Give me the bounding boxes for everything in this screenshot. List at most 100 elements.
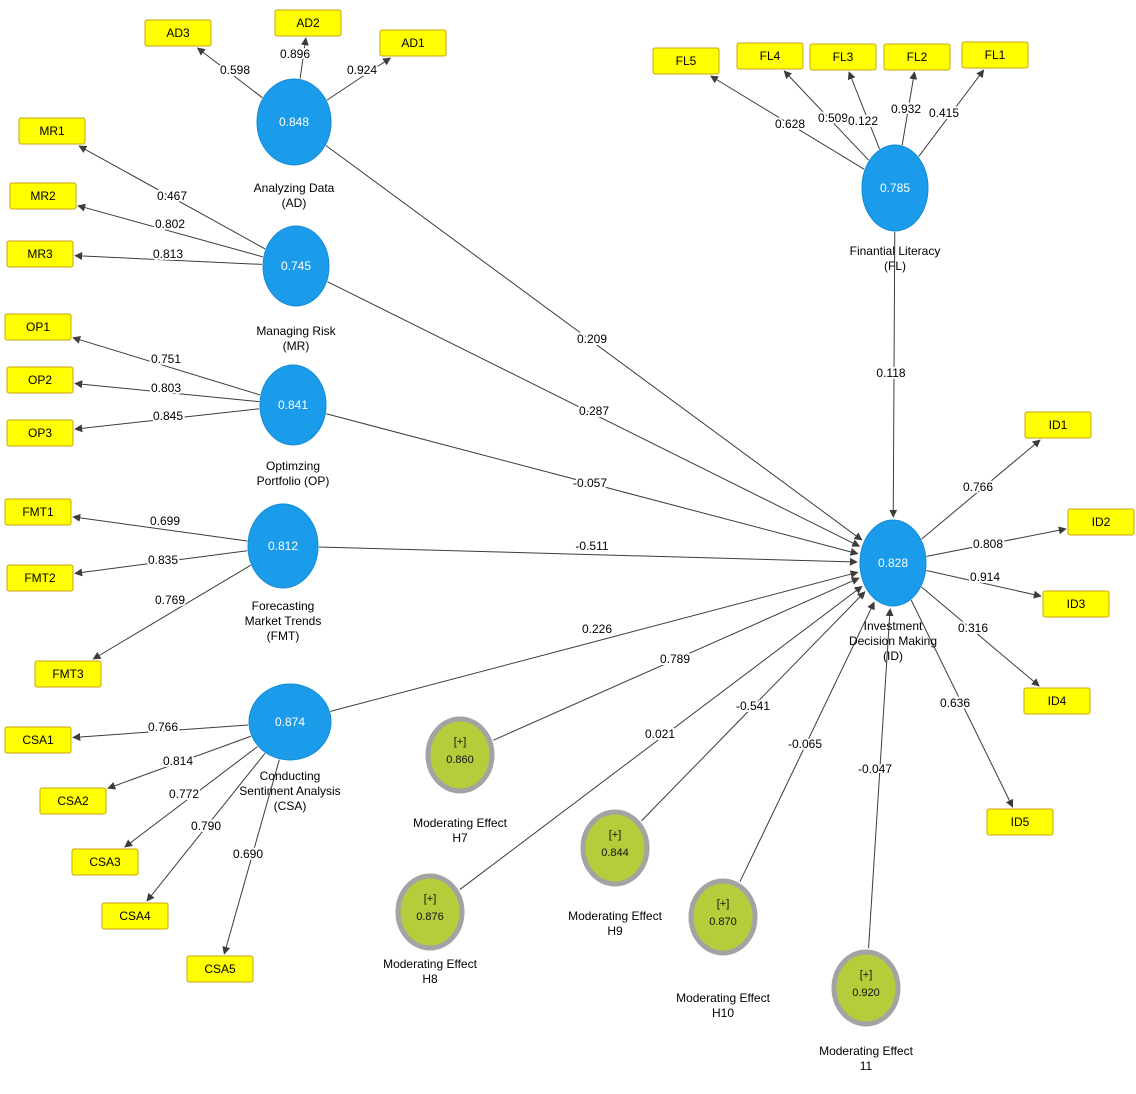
loading-label-FL2: 0.932: [891, 102, 921, 116]
indicator-box-ID1[interactable]: [1024, 411, 1092, 439]
construct-node-FMT[interactable]: [247, 503, 319, 589]
moderator-label-H9-line2: H9: [607, 924, 623, 938]
indicator-box-FMT2[interactable]: [6, 564, 74, 592]
loading-arrow-ID5: [910, 599, 1014, 808]
moderator-node-H7[interactable]: [425, 716, 495, 794]
construct-node-AD[interactable]: [256, 78, 332, 166]
moderator-plus-icon-H10: [+]: [717, 898, 730, 910]
path-arrow-MR-ID: [327, 281, 861, 547]
indicator-box-OP1[interactable]: [4, 313, 72, 341]
loading-arrow-FL2: [901, 71, 918, 146]
indicator-box-ID3[interactable]: [1042, 590, 1110, 618]
indicator-box-OP3[interactable]: [6, 419, 74, 447]
indicator-label-FMT1: FMT1: [22, 505, 54, 519]
construct-label-MR-line2: (MR): [283, 339, 310, 353]
indicator-label-FL2: FL2: [907, 50, 928, 64]
indicator-box-AD1[interactable]: [379, 29, 447, 57]
indicator-label-AD1: AD1: [401, 36, 425, 50]
loading-arrow-ID3: [926, 570, 1042, 599]
indicator-label-FL5: FL5: [676, 54, 697, 68]
moderator-label-M11-line2: 11: [860, 1059, 873, 1073]
indicator-box-MR3[interactable]: [6, 240, 74, 268]
indicator-box-CSA4[interactable]: [101, 902, 169, 930]
loading-label-FMT1: 0.699: [150, 514, 180, 528]
moderator-plus-icon-H9: [+]: [609, 829, 622, 841]
path-coefficient-H8-ID: 0.021: [645, 727, 675, 741]
path-arrow-H8-ID: [459, 585, 863, 890]
construct-value-FMT: 0.812: [268, 539, 298, 553]
indicator-box-FL5[interactable]: [652, 47, 720, 75]
moderator-node-H8[interactable]: [395, 873, 465, 951]
indicator-box-FL1[interactable]: [961, 41, 1029, 69]
loading-label-CSA5: 0.690: [233, 847, 263, 861]
moderator-label-H8-line2: H8: [422, 972, 438, 986]
indicator-label-ID3: ID3: [1067, 597, 1086, 611]
indicator-box-MR2[interactable]: [9, 182, 77, 210]
loading-label-MR2: 0.802: [155, 217, 185, 231]
indicator-box-MR1[interactable]: [18, 117, 86, 145]
loading-label-OP1: 0.751: [151, 352, 181, 366]
indicator-box-AD2[interactable]: [274, 9, 342, 37]
moderator-plus-icon-H8: [+]: [424, 893, 437, 905]
indicator-box-FMT3[interactable]: [34, 660, 102, 688]
indicator-box-FL2[interactable]: [883, 43, 951, 71]
loading-label-FL4: 0.509: [818, 111, 848, 125]
indicator-label-MR1: MR1: [39, 124, 65, 138]
loading-arrow-FL5: [710, 75, 865, 170]
loading-label-OP3: 0.845: [153, 409, 183, 423]
indicator-box-FL3[interactable]: [809, 43, 877, 71]
indicator-box-CSA2[interactable]: [39, 787, 107, 815]
indicator-label-ID4: ID4: [1048, 694, 1067, 708]
path-coefficient-MR-ID: 0.287: [579, 404, 609, 418]
construct-label-CSA-line2: Sentiment Analysis: [239, 784, 340, 798]
construct-node-MR[interactable]: [262, 225, 330, 307]
indicator-box-FL4[interactable]: [736, 42, 804, 70]
loading-label-MR3: 0.813: [153, 247, 183, 261]
path-arrow-H7-ID: [493, 577, 860, 741]
construct-node-FL[interactable]: [861, 144, 929, 232]
loading-arrow-AD1: [326, 57, 392, 101]
construct-label-CSA-line1: Conducting: [260, 769, 321, 783]
loading-arrow-AD2: [299, 37, 309, 79]
construct-label-FL-line1: Finantial Literacy: [850, 244, 941, 258]
indicator-box-CSA3[interactable]: [71, 848, 139, 876]
indicator-box-OP2[interactable]: [6, 366, 74, 394]
indicator-box-ID5[interactable]: [986, 808, 1054, 836]
indicator-box-CSA5[interactable]: [186, 955, 254, 983]
loading-label-ID2: 0.808: [973, 537, 1003, 551]
construct-node-OP[interactable]: [259, 364, 327, 446]
construct-label-CSA-line3: (CSA): [274, 799, 307, 813]
moderator-node-H9[interactable]: [580, 809, 650, 887]
indicator-label-FL1: FL1: [985, 48, 1006, 62]
edges-layer: [72, 37, 1067, 955]
loading-label-MR1: 0.467: [157, 189, 187, 203]
path-arrow-CSA-ID: [330, 570, 859, 712]
loading-arrow-CSA5: [222, 759, 280, 955]
construct-node-ID[interactable]: [859, 519, 927, 607]
loading-label-ID3: 0.914: [970, 570, 1000, 584]
loading-label-FMT3: 0.769: [155, 593, 185, 607]
construct-node-CSA[interactable]: [248, 683, 332, 761]
loading-label-CSA3: 0.772: [169, 787, 199, 801]
path-coefficient-H9-ID: -0.541: [736, 699, 770, 713]
moderator-node-M11[interactable]: [831, 949, 901, 1027]
indicator-box-AD3[interactable]: [144, 19, 212, 47]
indicator-label-OP2: OP2: [28, 373, 52, 387]
moderator-value-H7: 0.860: [446, 754, 474, 766]
loading-label-FL3: 0.122: [848, 114, 878, 128]
indicator-label-AD2: AD2: [296, 16, 320, 30]
loading-arrow-OP1: [72, 335, 261, 396]
moderator-value-H8: 0.876: [416, 911, 444, 923]
moderator-node-H10[interactable]: [688, 878, 758, 956]
indicator-box-ID2[interactable]: [1067, 508, 1135, 536]
construct-label-ID-line2: Decision Making: [849, 634, 937, 648]
indicator-box-ID4[interactable]: [1023, 687, 1091, 715]
loading-arrow-AD3: [196, 47, 263, 99]
moderator-label-H7-line2: H7: [452, 831, 468, 845]
moderator-label-H8-line1: Moderating Effect: [383, 957, 477, 971]
path-arrow-OP-ID: [326, 413, 859, 556]
indicator-box-CSA1[interactable]: [4, 726, 72, 754]
indicator-box-FMT1[interactable]: [4, 498, 72, 526]
loading-label-FMT2: 0.835: [148, 553, 178, 567]
